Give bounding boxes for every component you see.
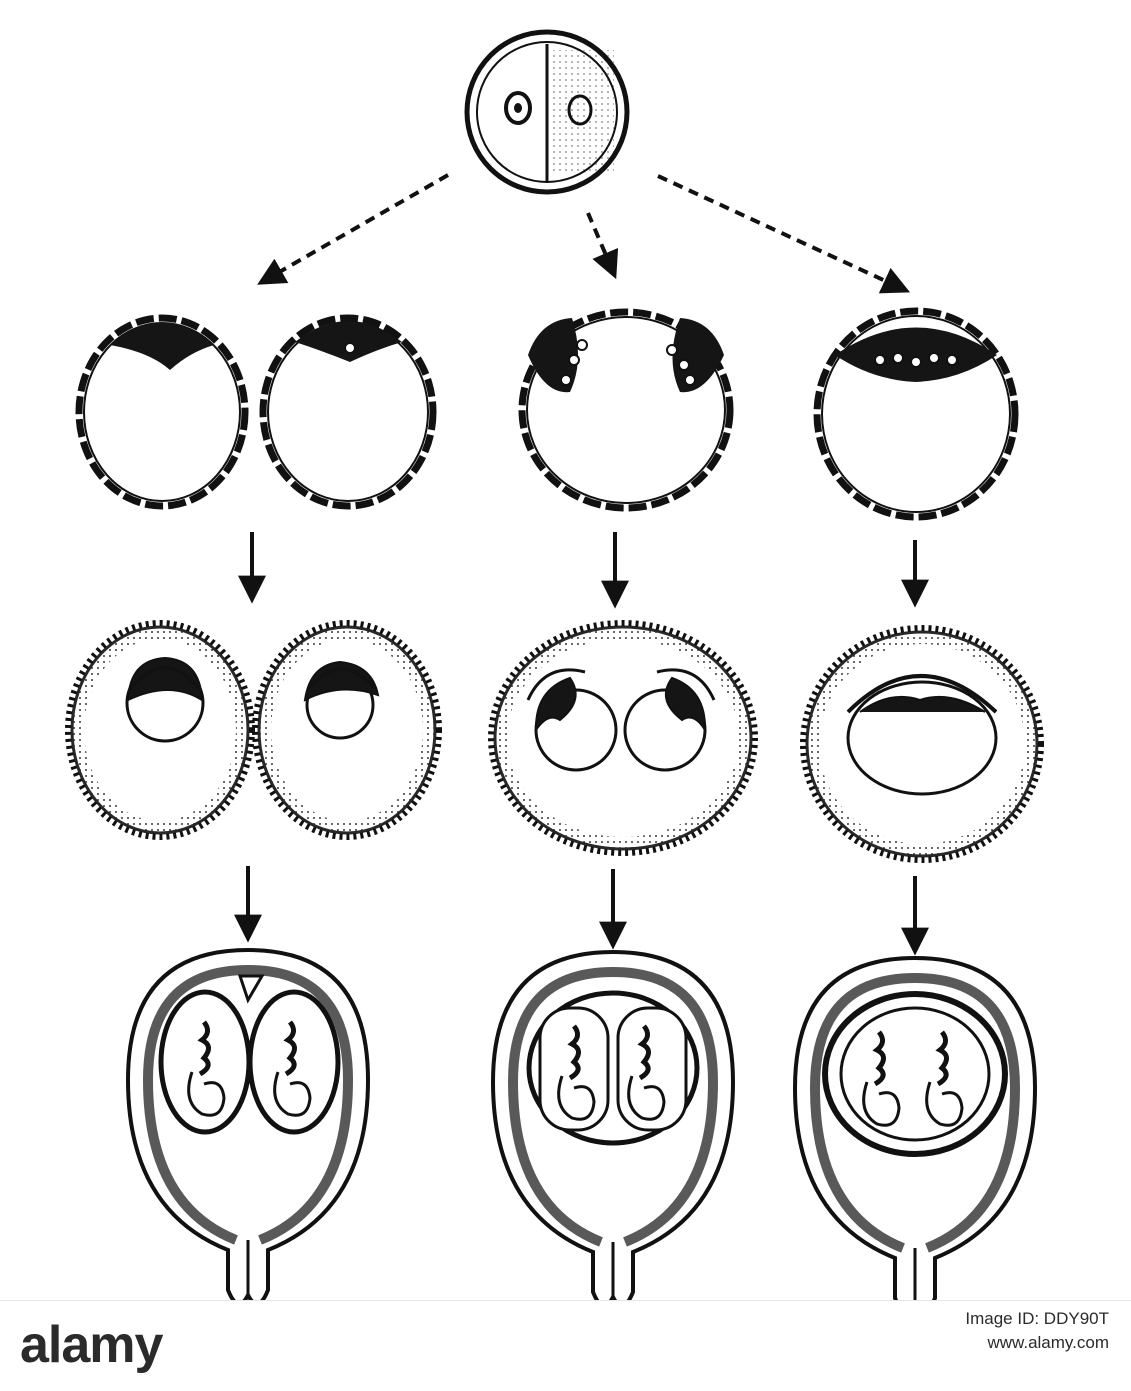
cell <box>684 374 696 386</box>
amnion <box>534 676 577 734</box>
stock-domain: www.alamy.com <box>987 1333 1109 1352</box>
cell <box>666 344 678 356</box>
amnion-left <box>538 1006 610 1132</box>
zygote-two-cell <box>464 29 630 195</box>
umbilical-cord <box>637 1024 651 1081</box>
blastocyst-row <box>75 307 1019 521</box>
fetus <box>187 1071 226 1117</box>
inner-cell-mass <box>295 321 402 362</box>
amnion <box>303 660 380 702</box>
cell <box>560 374 572 386</box>
umbilical-cord <box>283 1020 297 1077</box>
uterus <box>792 955 1038 1300</box>
fetus <box>627 1075 666 1121</box>
twin-development-diagram <box>65 29 1044 1300</box>
blastocyst <box>813 307 1019 521</box>
fetus <box>273 1071 312 1117</box>
chorion <box>488 620 758 856</box>
amnion <box>846 674 998 714</box>
cell <box>678 359 690 371</box>
stage-arrows <box>234 532 929 956</box>
blastocyst <box>75 314 249 510</box>
inner-cell-mass <box>528 318 579 393</box>
amnion-right <box>616 1006 688 1132</box>
uterus <box>490 949 736 1300</box>
umbilical-cord <box>197 1020 211 1077</box>
shared-amnion <box>839 1006 991 1142</box>
inner-cell-mass <box>672 318 724 393</box>
umbilical-cord <box>872 1030 886 1087</box>
cell <box>576 339 588 351</box>
fetus <box>925 1081 964 1127</box>
umbilical-cord <box>567 1024 581 1081</box>
amnion <box>126 656 204 702</box>
uterus-row <box>125 947 1038 1300</box>
inner-cell-mass <box>835 327 997 382</box>
blastocyst <box>518 308 734 512</box>
stock-logo: alamy <box>20 1316 163 1374</box>
cell <box>928 352 940 364</box>
cell <box>344 342 356 354</box>
cell <box>910 356 922 368</box>
cell <box>892 352 904 364</box>
fetus <box>862 1081 901 1127</box>
blastocyst <box>259 314 437 510</box>
branch-arrows <box>257 173 911 294</box>
uterus <box>125 947 371 1300</box>
umbilical-cord <box>935 1030 949 1087</box>
amnion <box>664 676 707 734</box>
fetus <box>557 1075 596 1121</box>
cell <box>874 354 886 366</box>
cell <box>568 354 580 366</box>
inner-cell-mass <box>110 322 214 370</box>
stock-footer: alamy Image ID: DDY90T www.alamy.com <box>0 1300 1131 1391</box>
image-id: Image ID: DDY90T <box>965 1309 1109 1328</box>
chorion-row <box>65 620 1044 863</box>
cell <box>946 354 958 366</box>
